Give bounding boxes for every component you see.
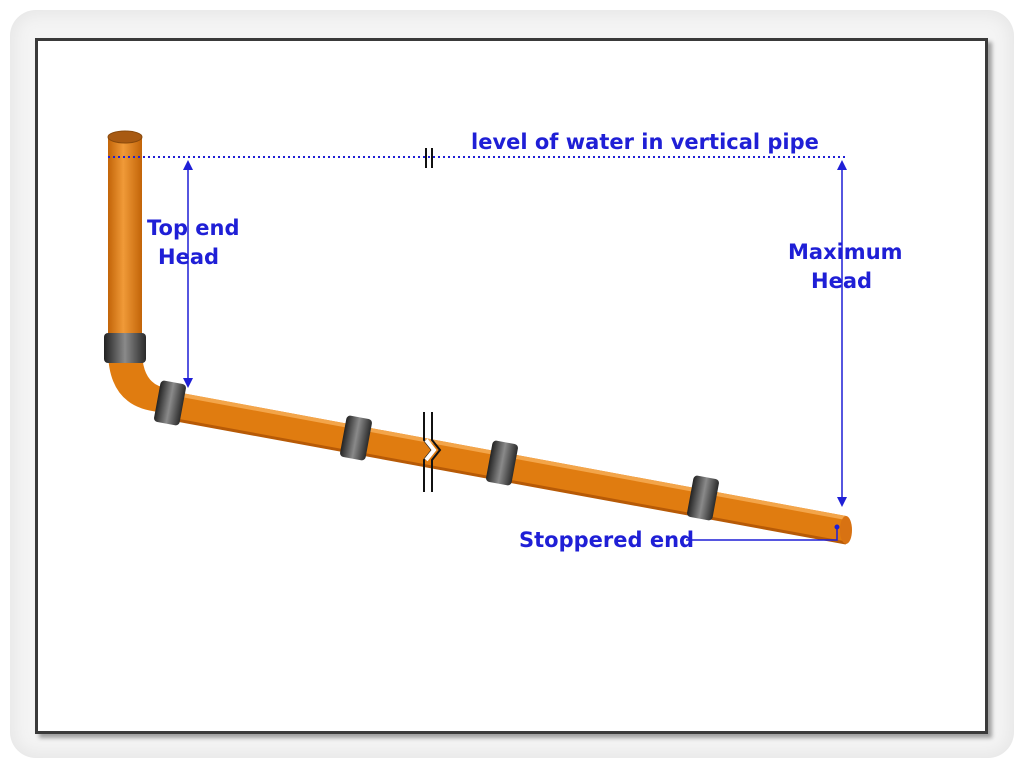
top-end-head-arrow xyxy=(183,160,193,388)
pipe-top-opening xyxy=(107,130,143,144)
coupling-vertical xyxy=(104,333,146,363)
maximum-head-label-line2: Head xyxy=(811,269,872,293)
stoppered-end-label: Stoppered end xyxy=(519,528,694,552)
pipe xyxy=(107,130,852,545)
pipe-elbow xyxy=(108,350,168,412)
water-level-label: level of water in vertical pipe xyxy=(471,130,819,154)
pipe-end-cap xyxy=(840,516,852,544)
water-level-line xyxy=(108,148,846,168)
vertical-pipe xyxy=(108,137,142,355)
maximum-head-label-line1: Maximum xyxy=(788,240,903,264)
couplings xyxy=(104,333,719,521)
pipe-break-symbol xyxy=(423,412,442,492)
coupling-1 xyxy=(154,380,186,426)
coupling-4 xyxy=(687,475,719,521)
top-end-head-label-line2: Head xyxy=(158,245,219,269)
maximum-head-arrow xyxy=(837,160,847,507)
stoppered-end-leader xyxy=(686,524,840,541)
diagram-frame xyxy=(35,38,988,734)
coupling-3 xyxy=(486,440,518,486)
coupling-2 xyxy=(340,415,372,461)
top-end-head-label-line1: Top end xyxy=(147,216,240,240)
